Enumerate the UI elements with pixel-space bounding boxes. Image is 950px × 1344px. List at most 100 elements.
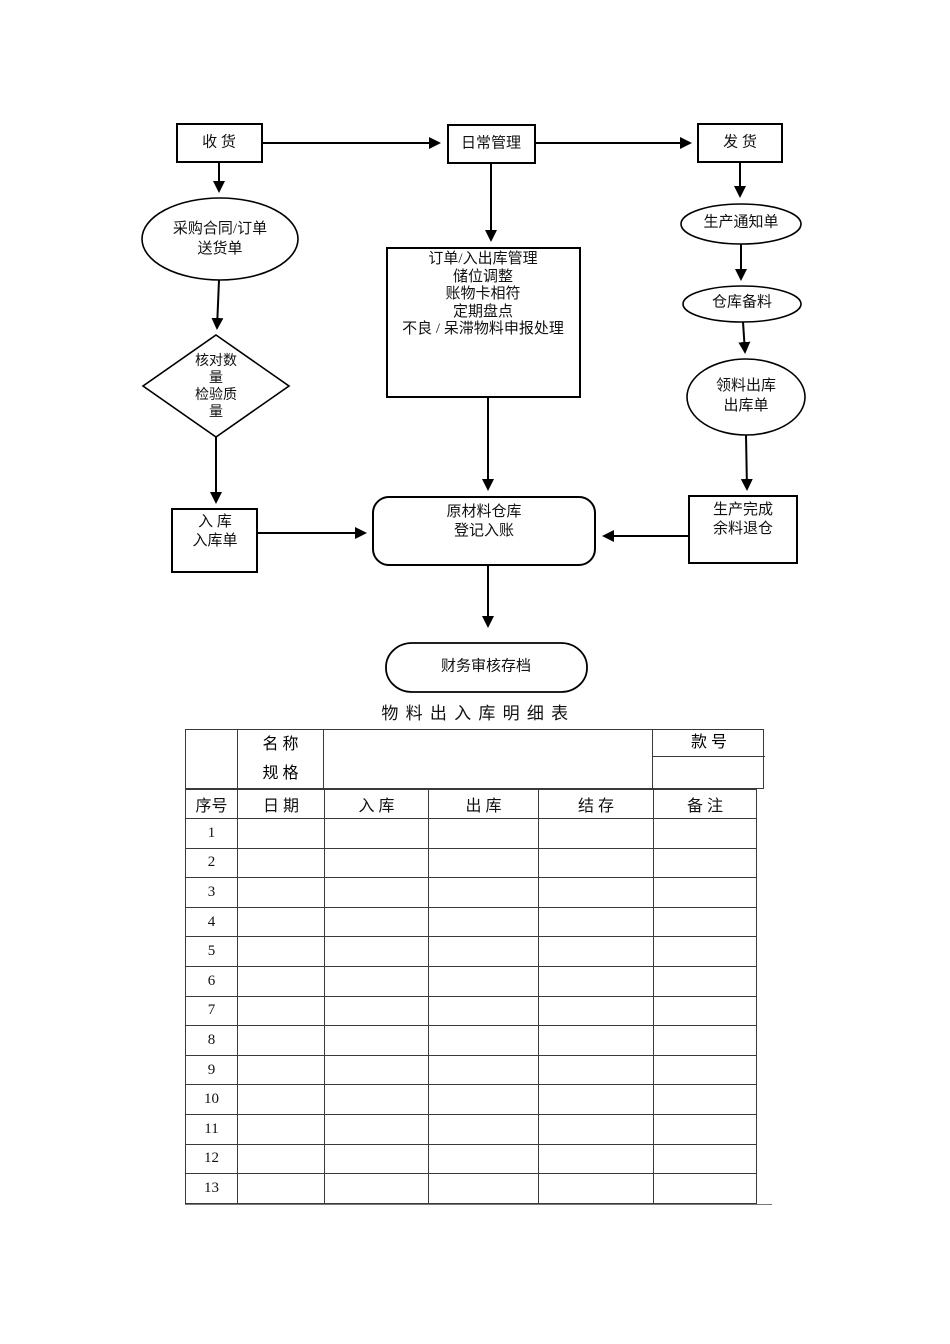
empty-cell (324, 1143, 429, 1175)
table-row: 1 (185, 818, 757, 849)
empty-cell (324, 1054, 429, 1086)
table-row: 4 (185, 906, 757, 938)
empty-cell (324, 1113, 429, 1145)
empty-cell (653, 1173, 757, 1204)
order-mgmt-box-shape (386, 247, 581, 398)
table-row: 11 (185, 1113, 757, 1145)
row-number-cell: 8 (185, 1025, 238, 1056)
col-header-date: 日 期 (237, 789, 325, 819)
empty-cell (538, 995, 654, 1027)
row-number-cell: 12 (185, 1143, 238, 1175)
empty-cell (538, 1054, 654, 1086)
empty-cell (428, 1084, 539, 1115)
empty-cell (428, 1054, 539, 1086)
warehouse-roundbox-label: 原材料仓库 登记入账 (446, 504, 522, 539)
row-number-cell: 6 (185, 965, 238, 997)
empty-cell (538, 1113, 654, 1145)
row-number-cell: 1 (185, 818, 238, 849)
table-row: 8 (185, 1025, 757, 1056)
empty-cell (324, 1084, 429, 1115)
receive-box-label: 收 货 (202, 134, 236, 151)
table-row: 13 (185, 1173, 757, 1204)
empty-cell (428, 1025, 539, 1056)
empty-cell (428, 877, 539, 908)
prepare-ellipse-shape (682, 285, 802, 323)
empty-cell (538, 877, 654, 908)
daily-box-shape (447, 124, 536, 164)
empty-cell (538, 906, 654, 938)
empty-cell (237, 847, 325, 879)
empty-cell (237, 877, 325, 908)
empty-cell (237, 1113, 325, 1145)
production-done-box-shape (688, 495, 798, 564)
arrow-pick-to-productiondone (740, 434, 753, 491)
empty-cell (653, 995, 757, 1027)
empty-cell (653, 1084, 757, 1115)
prepare-ellipse-label: 仓库备料 (711, 294, 773, 311)
empty-cell (237, 906, 325, 938)
empty-cell (237, 1173, 325, 1204)
empty-cell (538, 1084, 654, 1115)
inbound-box-label: 入 库 入库单 (192, 514, 238, 549)
empty-cell (237, 995, 325, 1027)
receive-box-shape (176, 123, 263, 163)
row-number-cell: 7 (185, 995, 238, 1027)
empty-cell (324, 818, 429, 849)
production-done-box-label: 生产完成 余料退仓 (712, 502, 774, 537)
table-top-seq-cell (186, 730, 238, 788)
empty-cell (237, 1084, 325, 1115)
empty-cell (538, 1143, 654, 1175)
empty-cell (538, 818, 654, 849)
empty-cell (653, 906, 757, 938)
empty-cell (538, 936, 654, 967)
table-row: 10 (185, 1084, 757, 1115)
finance-stadium-shape (385, 642, 588, 693)
empty-cell (428, 1143, 539, 1175)
table-title: 物 料 出 入 库 明 细 表 (381, 704, 570, 723)
row-number-cell: 11 (185, 1113, 238, 1145)
empty-cell (237, 965, 325, 997)
empty-cell (428, 818, 539, 849)
arrow-purchase-to-check (211, 279, 224, 330)
empty-cell (324, 906, 429, 938)
purchase-ellipse-label: 采购合同/订单 送货单 (172, 221, 268, 257)
col-header-balance: 结 存 (538, 789, 654, 819)
empty-cell (237, 936, 325, 967)
finance-stadium-label: 财务审核存档 (440, 658, 532, 675)
table-row: 12 (185, 1143, 757, 1175)
notice-ellipse-shape (680, 203, 802, 245)
empty-cell (428, 847, 539, 879)
empty-cell (428, 906, 539, 938)
empty-cell (653, 965, 757, 997)
row-number-cell: 5 (185, 936, 238, 967)
empty-cell (324, 1025, 429, 1056)
table-row: 3 (185, 877, 757, 908)
table-row: 9 (185, 1054, 757, 1086)
table-row: 6 (185, 965, 757, 997)
empty-cell (324, 877, 429, 908)
empty-cell (538, 1025, 654, 1056)
empty-cell (237, 1054, 325, 1086)
empty-cell (324, 965, 429, 997)
empty-cell (538, 847, 654, 879)
pick-ellipse-label: 领料出库 出库单 (715, 378, 777, 414)
empty-cell (538, 965, 654, 997)
table-top-name-spec-cell: 名 称 规 格 (238, 730, 324, 788)
empty-cell (653, 847, 757, 879)
check-diamond-shape (141, 334, 291, 438)
check-diamond-label: 核对数 量 检验质 量 (195, 354, 237, 420)
ship-box-shape (697, 123, 783, 163)
empty-cell (428, 936, 539, 967)
table-row: 5 (185, 936, 757, 967)
empty-cell (428, 995, 539, 1027)
empty-cell (653, 1113, 757, 1145)
row-number-cell: 4 (185, 906, 238, 938)
empty-cell (237, 1143, 325, 1175)
row-number-cell: 10 (185, 1084, 238, 1115)
table-row: 2 (185, 847, 757, 879)
daily-box-label: 日常管理 (460, 135, 522, 152)
inbound-box-shape (171, 508, 258, 573)
